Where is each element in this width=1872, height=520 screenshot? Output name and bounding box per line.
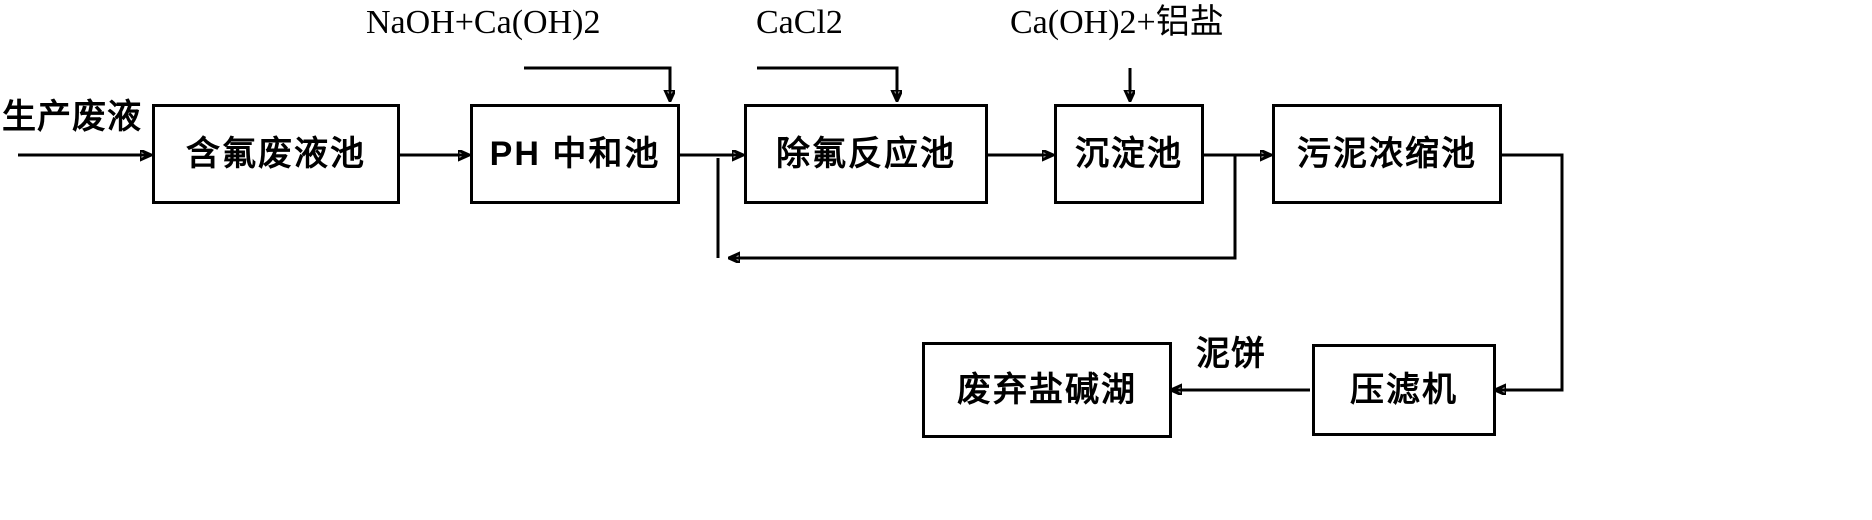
edge-n5-to-n7	[1496, 153, 1564, 390]
node-label: PH 中和池	[489, 135, 661, 173]
reagent-label-naoh-caoh2: NaOH+Ca(OH)2	[366, 4, 601, 41]
stream-label-production-waste: 生产废液	[2, 98, 142, 136]
reagent-label-cacl2: CaCl2	[756, 4, 843, 41]
stream-label-mud-cake: 泥饼	[1196, 335, 1266, 373]
edge-reagent2-to-n3	[757, 66, 897, 100]
node-label: 含氟废液池	[186, 135, 366, 173]
node-label: 污泥浓缩池	[1297, 135, 1477, 173]
node-filter-press[interactable]: 压滤机	[1312, 344, 1496, 436]
edge-reagent1-to-n2	[524, 66, 670, 100]
node-fluorine-waste-pool[interactable]: 含氟废液池	[152, 104, 400, 204]
node-sedimentation-pool[interactable]: 沉淀池	[1054, 104, 1204, 204]
node-label: 沉淀池	[1075, 135, 1183, 173]
node-sludge-thickening-pool[interactable]: 污泥浓缩池	[1272, 104, 1502, 204]
node-ph-neutralization-pool[interactable]: PH 中和池	[470, 104, 680, 204]
node-defluorination-reaction-pool[interactable]: 除氟反应池	[744, 104, 988, 204]
node-abandoned-saline-alkali-lake[interactable]: 废弃盐碱湖	[922, 342, 1172, 438]
node-label: 除氟反应池	[776, 135, 956, 173]
node-label: 废弃盐碱湖	[957, 371, 1137, 409]
node-label: 压滤机	[1350, 371, 1458, 409]
reagent-label-caoh2-aluminum-salt: Ca(OH)2+铝盐	[1010, 4, 1224, 41]
